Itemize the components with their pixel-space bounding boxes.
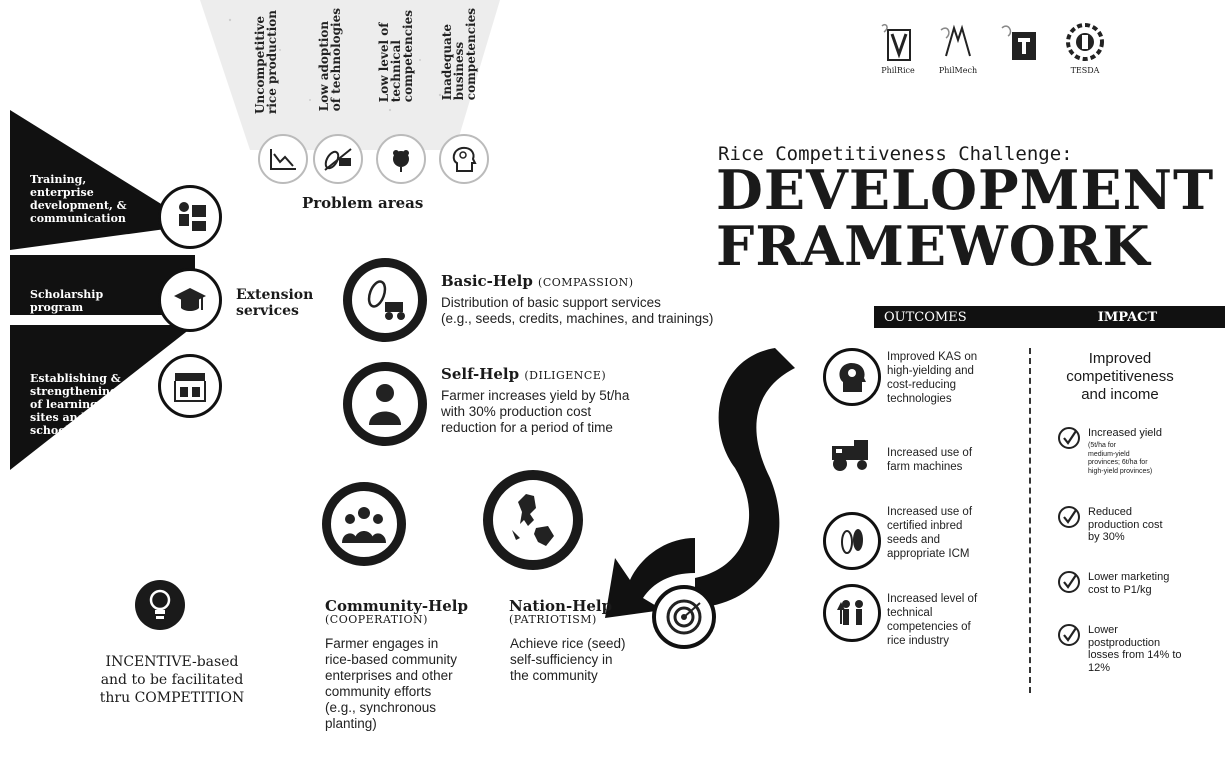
person-icon — [369, 384, 401, 425]
check-circle-icon — [1058, 427, 1080, 449]
problem-label-inadequate-business: Inadequate business competencies — [440, 8, 478, 101]
no-technology-icon — [313, 134, 363, 184]
outcome-certified-seeds: Increased use of certified inbred seeds … — [887, 506, 973, 560]
teacher-icon — [158, 185, 222, 249]
impact-header: IMPACT — [1030, 306, 1225, 328]
nation-help-ring — [483, 470, 583, 570]
logo-da — [990, 20, 1050, 66]
head-gears-icon — [439, 134, 489, 184]
self-help-virtue: (DILIGENCE) — [524, 369, 607, 382]
basic-help-ring — [343, 258, 427, 342]
storefront-icon — [158, 354, 222, 418]
community-help-name: Community-Help — [325, 597, 468, 615]
problem-label-low-adoption: Low adoption of technologies — [317, 8, 343, 112]
incentive-text: INCENTIVE-based and to be facilitated th… — [99, 654, 245, 706]
nation-help-title: Nation-Help (PATRIOTISM) — [509, 597, 612, 626]
nation-help-name: Nation-Help — [509, 597, 613, 615]
basic-help-description: Distribution of basic support services (… — [441, 295, 714, 326]
group-icon — [342, 507, 386, 543]
growth-people-icon — [823, 584, 881, 642]
tesda-logo-icon — [1066, 23, 1104, 61]
community-help-description: Farmer engages in rice-based community e… — [325, 636, 458, 731]
page-subtitle: Rice Competitiveness Challenge: — [718, 143, 1073, 165]
problem-fan-background — [200, 0, 500, 150]
outcomes-impact-divider — [1029, 348, 1031, 693]
community-help-virtue: (COOPERATION) — [325, 613, 428, 626]
philippines-map-icon — [512, 494, 554, 546]
impact-header-label: IMPACT — [1097, 309, 1158, 325]
chart-down-icon — [258, 134, 308, 184]
check-circle-icon — [1058, 506, 1080, 528]
graduation-cap-icon — [158, 268, 222, 332]
extension-services-label: Extension services — [236, 287, 314, 319]
da-logo-icon — [1001, 25, 1036, 60]
self-help-ring — [343, 362, 427, 446]
tractor-icon — [828, 436, 874, 476]
outcome-farm-machines: Increased use of farm machines — [887, 447, 973, 473]
logo-tesda: TESDA — [1055, 20, 1115, 75]
basic-help-virtue: (COMPASSION) — [538, 276, 634, 289]
logo-tesda-label: TESDA — [1070, 66, 1100, 75]
community-help-ring — [322, 482, 406, 566]
self-help-title: Self-Help (DILIGENCE) — [441, 365, 606, 383]
page-title-line1: DEVELOPMENT — [716, 158, 1215, 222]
path-arrow — [605, 348, 795, 618]
impact-yield-subtext: (5t/ha for medium-yield provinces; 6t/ha… — [1088, 442, 1153, 475]
outcomes-header-label: OUTCOMES — [884, 309, 967, 325]
basic-help-title: Basic-Help (COMPASSION) — [441, 272, 634, 290]
pennant-training-text: Training, enterprise development, & comm… — [30, 173, 127, 225]
logo-philrice-label: PhilRice — [881, 66, 915, 75]
lightbulb-icon — [135, 580, 185, 630]
impact-heading: Improved competitiveness and income — [1066, 350, 1174, 403]
pennant-shapes — [10, 110, 195, 470]
self-help-name: Self-Help — [441, 365, 520, 383]
logo-philrice: PhilRice — [868, 20, 928, 75]
impact-postproduction-text: Lower postproduction losses from 14% to … — [1088, 624, 1182, 674]
target-icon — [652, 585, 716, 649]
problem-areas-caption: Problem areas — [302, 194, 424, 212]
impact-marketing-cost-text: Lower marketing cost to P1/kg — [1088, 571, 1170, 596]
problem-label-low-competencies: Low level of technical competencies — [377, 10, 415, 103]
philmech-logo-icon — [940, 24, 971, 57]
community-help-title: Community-Help (COOPERATION) — [325, 597, 468, 626]
seeds-icon — [823, 512, 881, 570]
page-title-line2: FRAMEWORK — [716, 214, 1151, 278]
impact-production-cost-text: Reduced production cost by 30% — [1088, 506, 1163, 543]
logo-philmech-label: PhilMech — [938, 66, 978, 75]
seed-tractor-icon — [367, 280, 405, 320]
pennant-scholarship-text: Scholarship program — [30, 288, 104, 314]
basic-help-name: Basic-Help — [441, 272, 533, 290]
logo-philmech: PhilMech — [928, 20, 988, 75]
nation-help-description: Achieve rice (seed) self-sufficiency in … — [510, 636, 626, 683]
outcomes-header: OUTCOMES — [874, 306, 1030, 328]
outcome-kas: Improved KAS on high-yielding and cost-r… — [887, 351, 978, 405]
check-circle-icon — [1058, 571, 1080, 593]
self-help-description: Farmer increases yield by 5t/ha with 30%… — [441, 388, 630, 435]
impact-yield-text: Increased yield — [1088, 427, 1162, 439]
head-gears-outcome-icon — [823, 348, 881, 406]
bee-icon — [376, 134, 426, 184]
nation-help-virtue: (PATRIOTISM) — [509, 613, 597, 626]
outcome-technical-competencies: Increased level of technical competencie… — [887, 593, 978, 647]
philrice-logo-icon — [881, 23, 911, 61]
problem-label-uncompetitive: Uncompetitive rice production — [253, 10, 279, 114]
pennant-learning-sites-text: Establishing & strengthening of learning… — [30, 372, 121, 437]
check-circle-icon — [1058, 624, 1080, 646]
